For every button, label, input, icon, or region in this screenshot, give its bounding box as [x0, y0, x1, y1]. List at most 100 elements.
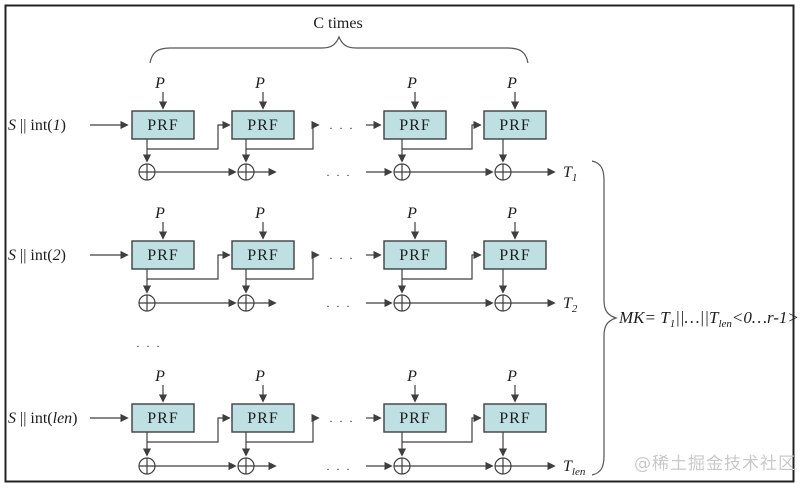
- p-label: P: [406, 368, 417, 385]
- xor-gate: [237, 163, 255, 181]
- p-label: P: [406, 75, 417, 92]
- chain-connector: [246, 120, 320, 150]
- prf-box: [483, 403, 547, 433]
- input-close: ): [72, 410, 77, 427]
- input-close: ): [61, 117, 66, 134]
- input-arg: 2: [53, 247, 61, 264]
- p-label: P: [506, 75, 517, 92]
- xor-gate: [237, 294, 255, 312]
- xor-gate: [393, 457, 411, 475]
- prf-label: PRF: [247, 247, 278, 264]
- input-arg: 1: [53, 117, 61, 134]
- p-label: P: [254, 75, 265, 92]
- c-times-label: C times: [313, 15, 362, 32]
- frame-border: [4, 4, 795, 483]
- prf-box: [131, 240, 195, 270]
- ellipsis: . . .: [327, 165, 352, 179]
- prf-label: PRF: [499, 117, 530, 134]
- prf-box: [231, 403, 295, 433]
- xor-gate: [138, 163, 156, 181]
- p-label: P: [506, 205, 517, 222]
- input-label: S || int(1): [8, 117, 66, 134]
- t-main: T: [563, 458, 573, 475]
- xor-gate: [138, 294, 156, 312]
- row-1: S || int(1) P P P P PRF PRF PRF PRF . . …: [8, 75, 577, 184]
- prf-box: [231, 240, 295, 270]
- prf-box: [383, 240, 447, 270]
- mk-formula: MK= T1||…||Tlen<0…r-1>: [618, 308, 799, 330]
- p-label: P: [254, 205, 265, 222]
- t-output-label: T1: [563, 164, 577, 184]
- top-brace: [149, 35, 529, 64]
- prf-label: PRF: [147, 247, 178, 264]
- prf-label: PRF: [147, 117, 178, 134]
- prf-box: [231, 110, 295, 140]
- p-label: P: [406, 205, 417, 222]
- t-output-label: Tlen: [563, 458, 586, 478]
- mk-part: ||…||T: [675, 308, 720, 327]
- prf-box: [383, 403, 447, 433]
- xor-gate: [494, 163, 512, 181]
- xor-gate: [494, 457, 512, 475]
- input-label: S || int(2): [8, 247, 66, 264]
- row-3: S || int(len) P P P P PRF PRF PRF PRF . …: [8, 368, 586, 478]
- ellipsis: . . .: [330, 411, 355, 425]
- ellipsis: . . .: [330, 248, 355, 262]
- chain-connector: [147, 250, 231, 280]
- p-label: P: [154, 368, 165, 385]
- chain-connector: [402, 250, 482, 280]
- prf-box: [131, 110, 195, 140]
- row-ellipsis: . . .: [137, 336, 162, 350]
- chain-connector: [147, 120, 231, 150]
- prf-label: PRF: [247, 410, 278, 427]
- prf-label: PRF: [399, 117, 430, 134]
- t-sub: 1: [572, 172, 578, 184]
- prf-box: [483, 240, 547, 270]
- xor-gate: [237, 457, 255, 475]
- p-label: P: [154, 205, 165, 222]
- input-close: ): [61, 247, 66, 264]
- t-main: T: [563, 295, 573, 312]
- prf-label: PRF: [147, 410, 178, 427]
- p-label: P: [154, 75, 165, 92]
- input-rest: || int(: [16, 247, 53, 264]
- mk-part: <0…r-1>: [732, 308, 799, 327]
- mk-part: MK= T: [618, 308, 671, 327]
- prf-label: PRF: [499, 410, 530, 427]
- input-s: S: [8, 247, 16, 264]
- xor-gate: [494, 294, 512, 312]
- t-main: T: [563, 164, 573, 181]
- prf-label: PRF: [399, 410, 430, 427]
- ellipsis: . . .: [327, 459, 352, 473]
- t-sub: 2: [572, 303, 578, 315]
- mk-sub: 1: [670, 318, 676, 330]
- input-rest: || int(: [16, 117, 53, 134]
- t-sub: len: [572, 466, 586, 478]
- t-output-label: T2: [563, 295, 578, 315]
- right-brace: [591, 160, 618, 476]
- mk-sub: len: [718, 318, 732, 330]
- p-label: P: [506, 368, 517, 385]
- ellipsis: . . .: [330, 118, 355, 132]
- prf-box: [131, 403, 195, 433]
- input-s: S: [8, 117, 16, 134]
- chain-connector: [147, 413, 231, 443]
- xor-gate: [393, 163, 411, 181]
- row-2: S || int(2) P P P P PRF PRF PRF PRF . . …: [8, 205, 578, 315]
- chain-connector: [402, 120, 482, 150]
- p-label: P: [254, 368, 265, 385]
- prf-box: [383, 110, 447, 140]
- input-label: S || int(len): [8, 410, 78, 427]
- prf-box: [483, 110, 547, 140]
- xor-gate: [138, 457, 156, 475]
- chain-connector: [402, 413, 482, 443]
- prf-label: PRF: [499, 247, 530, 264]
- chain-connector: [246, 413, 320, 443]
- xor-gate: [393, 294, 411, 312]
- watermark: @稀土掘金技术社区: [634, 454, 796, 474]
- input-s: S: [8, 410, 16, 427]
- input-rest: || int(: [16, 410, 53, 427]
- ellipsis: . . .: [327, 296, 352, 310]
